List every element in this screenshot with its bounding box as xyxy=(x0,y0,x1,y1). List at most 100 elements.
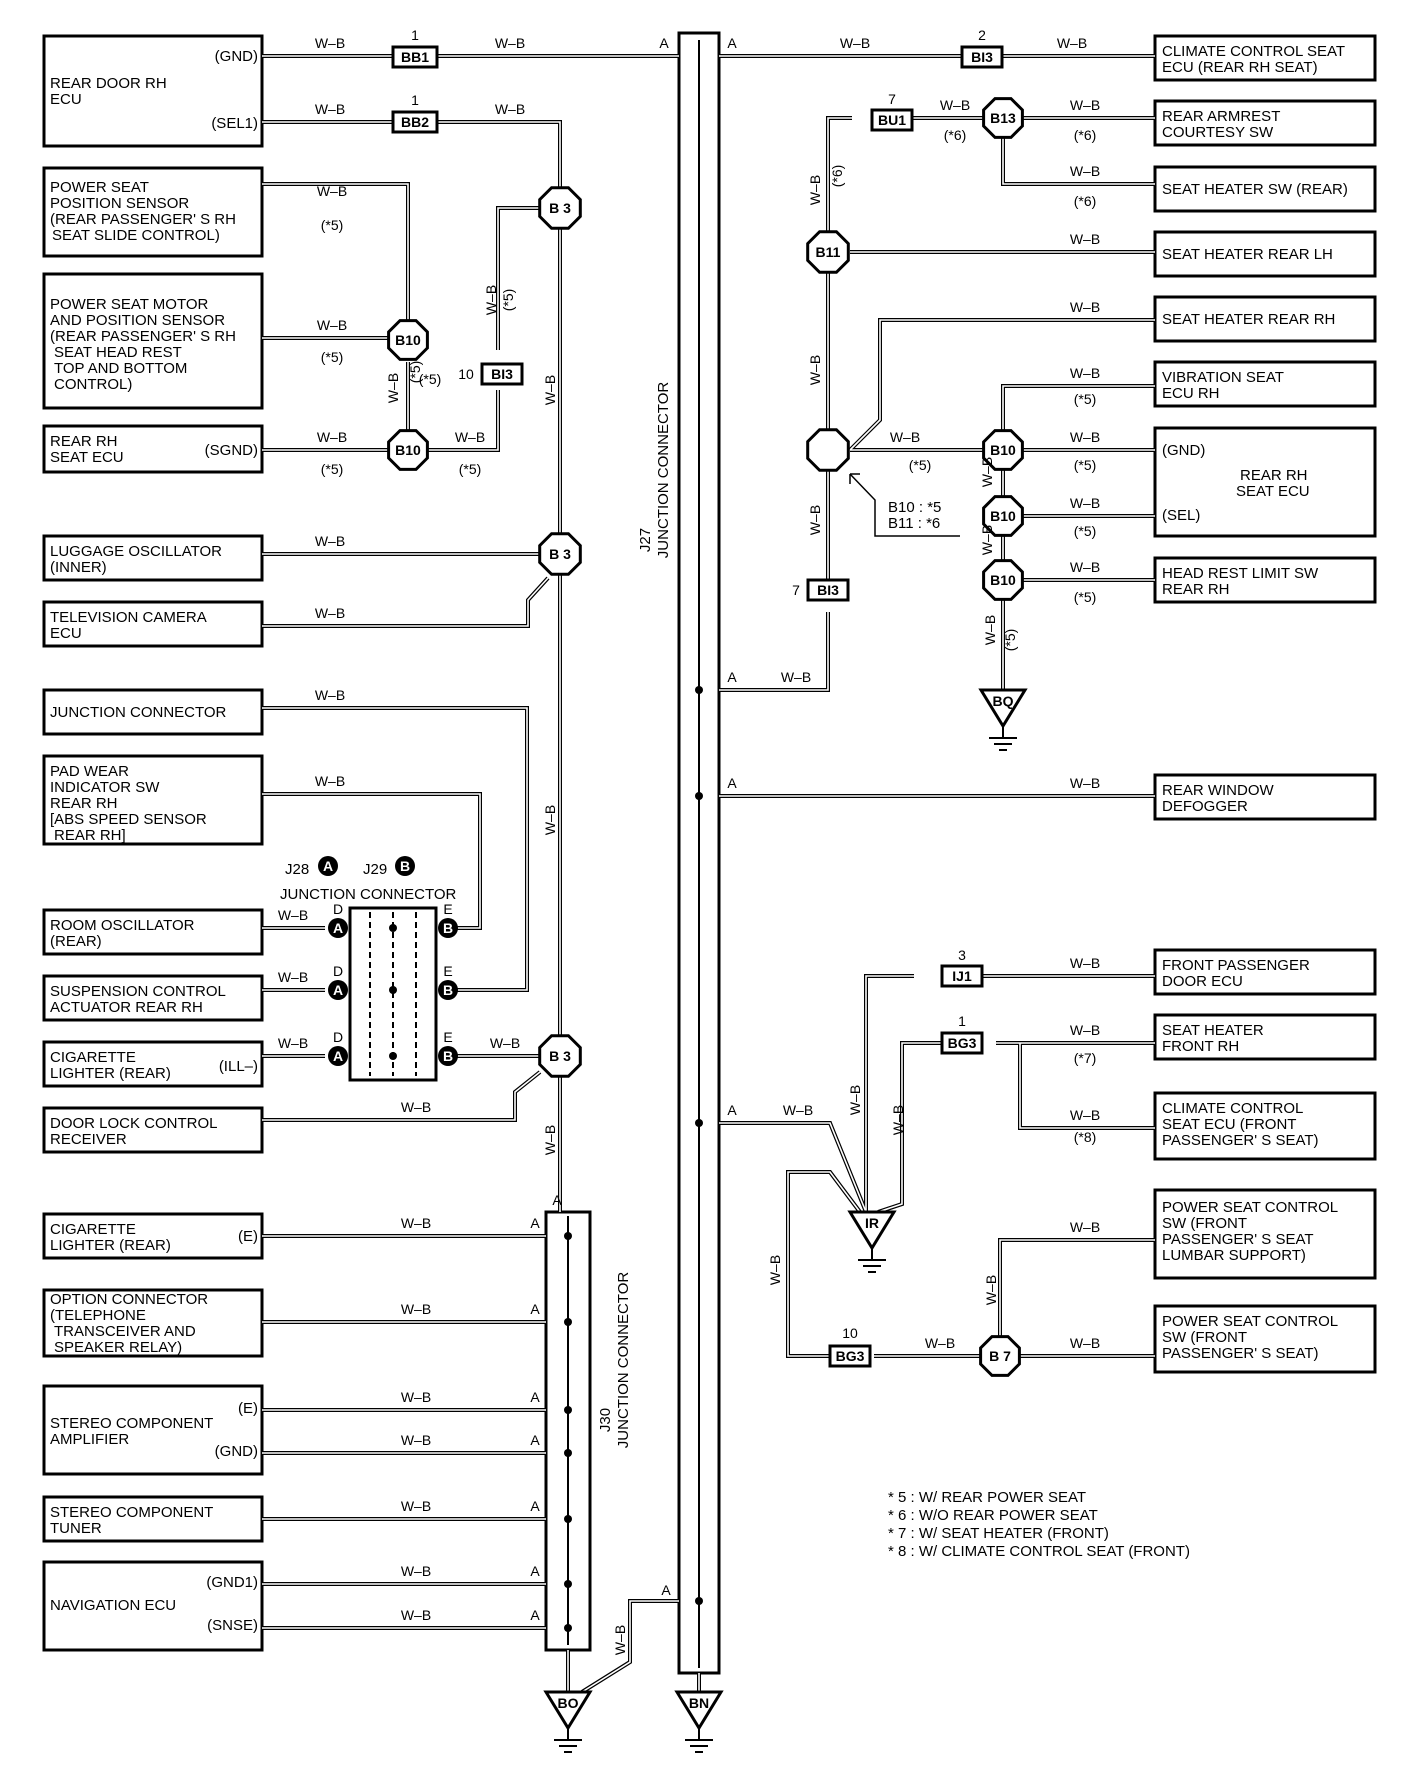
pss-line3: (REAR PASSENGER' S RH xyxy=(50,211,236,228)
shf-line1: SEAT HEATER xyxy=(1162,1022,1264,1039)
j29-pin-0: B xyxy=(438,918,458,938)
susp-line2: ACTUATOR REAR RH xyxy=(50,999,203,1016)
j29-pin-1: B xyxy=(438,980,458,1000)
psl-line1: POWER SEAT CONTROL xyxy=(1162,1199,1338,1216)
shf-line2: FRONT RH xyxy=(1162,1038,1239,1055)
connector-bi3-low xyxy=(806,578,850,602)
cig1-line1: CIGARETTE xyxy=(50,1049,136,1066)
splice-b3-top-label: B 3 xyxy=(549,200,571,216)
rrsecu2-line1: REAR RH xyxy=(1240,467,1308,484)
wire-label-1: W–B xyxy=(495,35,525,51)
ground-ir: IR xyxy=(847,1210,897,1273)
note-label-0: (*5) xyxy=(321,217,344,233)
splice-b10-upper-label: B10 xyxy=(395,332,421,348)
note-v-b11: (*6) xyxy=(829,165,845,188)
j28-legend-pin: A xyxy=(318,856,338,876)
callout-b10-b11: B10 : *5 B11 : *6 xyxy=(849,473,960,537)
splice-b11-label: B11 xyxy=(816,244,841,260)
psl-line3: PASSENGER' S SEAT xyxy=(1162,1231,1314,1248)
note-s8: (*8) xyxy=(1074,1129,1097,1145)
j28-pin-1: A xyxy=(328,980,348,1000)
vib-line1: VIBRATION SEAT xyxy=(1162,369,1284,386)
wire-label-44: W–B xyxy=(783,1102,813,1118)
wire-label-37: W–B xyxy=(1070,775,1100,791)
wire-label-v-13: W–B xyxy=(612,1625,628,1655)
ground-bo-label: BO xyxy=(558,1695,579,1711)
pss-line2: POSITION SENSOR xyxy=(50,195,189,212)
wire-label-43: W–B xyxy=(925,1335,955,1351)
pad-line2: INDICATOR SW xyxy=(50,779,160,796)
left-components: REAR DOOR RH ECU (GND) (SEL1) POWER SEAT… xyxy=(42,34,264,1652)
svg-text:B: B xyxy=(443,982,453,998)
bi3-mid-label: BI3 xyxy=(491,366,513,382)
defog-line2: DEFOGGER xyxy=(1162,798,1248,815)
pin-gnd1: (GND1) xyxy=(206,1574,258,1591)
svg-text:B: B xyxy=(400,858,410,874)
pin-r-sel: (SEL) xyxy=(1162,507,1200,524)
tuner-line1: STEREO COMPONENT xyxy=(50,1504,213,1521)
pin-snse: (SNSE) xyxy=(207,1617,258,1634)
ij1-pin: 3 xyxy=(958,947,966,963)
j29-legend-pin: B xyxy=(395,856,415,876)
wire-label-v-12: W–B xyxy=(983,1275,999,1305)
splice-b3-low-label: B 3 xyxy=(549,1048,571,1064)
pin-sgnd: (SGND) xyxy=(205,442,258,459)
bu1-pin: 7 xyxy=(888,91,896,107)
bi3-low-label: BI3 xyxy=(817,582,839,598)
psf-line3: PASSENGER' S SEAT) xyxy=(1162,1345,1319,1362)
headrest-line2: REAR RH xyxy=(1162,581,1230,598)
wire-label-24: W–B xyxy=(401,1563,431,1579)
legend-5: * 5 : W/ REAR POWER SEAT xyxy=(888,1489,1086,1506)
wires xyxy=(262,54,1155,1694)
nav-line1: NAVIGATION ECU xyxy=(50,1597,176,1614)
note-label-1: (*5) xyxy=(321,349,344,365)
wire-label-v-0: W–B xyxy=(542,375,558,405)
bus-pin-a-10: A xyxy=(530,1432,540,1448)
wire-label-10: W–B xyxy=(315,533,345,549)
wire-label-v-2: W–B xyxy=(542,1125,558,1155)
wire-label-v-1: W–B xyxy=(542,805,558,835)
psf-line1: POWER SEAT CONTROL xyxy=(1162,1313,1338,1330)
rrsecu-line1: REAR RH xyxy=(50,433,118,450)
splice-b10-r1-label: B10 xyxy=(990,442,1016,458)
pad-line5: REAR RH] xyxy=(54,827,126,844)
splice-b10-r3-label: B10 xyxy=(990,572,1016,588)
bus-pin-a-2: A xyxy=(727,669,737,685)
wire-label-21: W–B xyxy=(401,1389,431,1405)
pin-d-2: D xyxy=(333,1029,343,1045)
bi3-top-pin: 2 xyxy=(978,27,986,43)
bg3-low-label: BG3 xyxy=(836,1348,865,1364)
svg-text:B: B xyxy=(443,1048,453,1064)
ground-bn: BN xyxy=(674,1690,724,1753)
susp-line1: SUSPENSION CONTROL xyxy=(50,983,226,1000)
bus-pin-a-6: A xyxy=(552,1192,562,1208)
wire-label-0: W–B xyxy=(315,35,345,51)
cig2-line1: CIGARETTE xyxy=(50,1221,136,1238)
vib-line2: ECU RH xyxy=(1162,385,1220,402)
fpd-line2: DOOR ECU xyxy=(1162,973,1243,990)
splice-b10-r1: B10 xyxy=(982,429,1024,471)
bb1-label: BB1 xyxy=(401,49,429,65)
wire-label-v-7: W–B xyxy=(807,505,823,535)
pin-e: (E) xyxy=(238,1228,258,1245)
wire-label-v-6: W–B xyxy=(807,355,823,385)
wire-label-11: W–B xyxy=(315,605,345,621)
pin-e-1: E xyxy=(443,963,452,979)
splice-b13: B13 xyxy=(982,97,1024,139)
splice-b3-low: B 3 xyxy=(538,1034,582,1078)
pss-line4: SEAT SLIDE CONTROL) xyxy=(52,227,220,244)
wire-label-v-10: W–B xyxy=(890,1105,906,1135)
wire-label-27: W–B xyxy=(1070,97,1100,113)
wire-label-4: W–B xyxy=(315,101,345,117)
legend-8: * 8 : W/ CLIMATE CONTROL SEAT (FRONT) xyxy=(888,1543,1190,1560)
bi3-top-label: BI3 xyxy=(971,49,993,65)
wire-label-v-5: W–B xyxy=(807,175,823,205)
wire-label-26: W–B xyxy=(781,669,811,685)
callout-line1: B10 : *5 xyxy=(888,499,941,516)
opt-line2: (TELEPHONE xyxy=(50,1307,146,1324)
armrest-line2: COURTESY SW xyxy=(1162,124,1274,141)
wire-labels: W–B W–B W–B W–B W–B W–B W–B W–B W–B W–B W–B W–B W–B W… xyxy=(278,35,1100,1655)
splice-b3-mid-label: B 3 xyxy=(549,546,571,562)
splice-b11: B11 xyxy=(806,230,850,274)
